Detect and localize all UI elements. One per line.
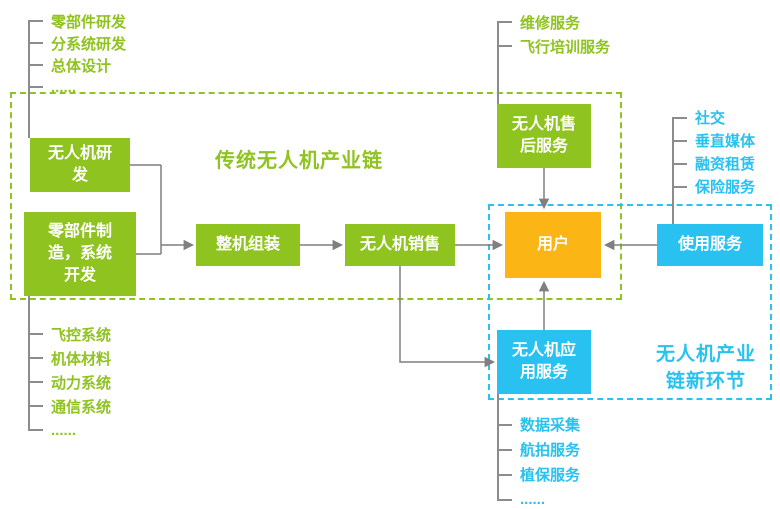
list-item-label: 航拍服务 (520, 442, 581, 459)
top-left-connector-line (28, 21, 30, 138)
node-label: 整机组装 (215, 236, 280, 253)
list-item: 分系统研发 (28, 32, 126, 54)
tick-line (28, 429, 43, 431)
list-item-label: 总体设计 (51, 57, 112, 75)
tick-line (28, 381, 43, 383)
node-after-sales-service: 无人机售后服务 (497, 104, 591, 168)
list-top-right: 维修服务 飞行培训服务 (497, 10, 610, 58)
list-item: 垂直媒体 (672, 129, 755, 152)
list-item: 机体材料 (28, 346, 111, 370)
list-item: ...... (28, 418, 111, 442)
list-item: 社交 (672, 106, 755, 129)
list-bottom-left: 飞控系统 机体材料 动力系统 通信系统 ...... (28, 322, 111, 442)
tick-line (28, 42, 43, 44)
list-bottom-right: 数据采集 航拍服务 植保服务 ...... (497, 412, 580, 509)
list-item: ...... (497, 487, 580, 509)
list-item: 飞控系统 (28, 322, 111, 346)
list-item: 航拍服务 (497, 437, 580, 462)
tick-line (672, 116, 687, 119)
tick-line (497, 21, 512, 23)
bottom-left-connector-line (28, 296, 30, 430)
new-links-title: 无人机产业 链新环节 (640, 341, 772, 395)
node-sales: 无人机销售 (345, 224, 455, 266)
tick-line (497, 423, 512, 426)
node-usage-service: 使用服务 (657, 224, 763, 266)
list-item-label: 机体材料 (51, 350, 112, 368)
node-parts-manufacturing: 零部件制造，系统开发 (24, 212, 136, 296)
tick-line (28, 405, 43, 407)
node-label: 无人机售后服务 (511, 116, 576, 155)
tick-line (672, 139, 687, 142)
list-item: 总体设计 (28, 54, 126, 76)
list-item-label: 飞行培训服务 (520, 38, 611, 56)
new-links-title-line1: 无人机产业 (655, 344, 756, 365)
list-item-label: 零部件研发 (51, 13, 127, 31)
tick-line (28, 86, 43, 88)
new-links-title-line2: 链新环节 (665, 371, 746, 392)
tick-line (497, 45, 512, 47)
node-user: 用户 (505, 212, 601, 278)
traditional-chain-title: 传统无人机产业链 (215, 150, 383, 172)
list-item: 保险服务 (672, 175, 755, 198)
bottom-right-connector-line (497, 394, 499, 500)
list-item-label: ...... (51, 78, 77, 96)
list-item: 维修服务 (497, 10, 610, 34)
list-item: 融资租赁 (672, 152, 755, 175)
list-top-left: 零部件研发 分系统研发 总体设计 ...... (28, 10, 126, 98)
list-item-label: 通信系统 (51, 398, 112, 416)
tick-line (497, 473, 512, 476)
list-item-label: 维修服务 (520, 14, 581, 32)
list-item: 通信系统 (28, 394, 111, 418)
tick-line (672, 162, 687, 165)
right-connector-line (672, 117, 674, 224)
node-label: 使用服务 (677, 236, 742, 253)
node-label: 用户 (536, 236, 569, 253)
list-right: 社交 垂直媒体 融资租赁 保险服务 (672, 106, 755, 198)
tick-line (28, 333, 43, 335)
list-item-label: 动力系统 (51, 374, 112, 392)
node-assembly: 整机组装 (196, 224, 300, 266)
traditional-chain-border (10, 92, 622, 300)
tick-line (497, 448, 512, 451)
tick-line (28, 357, 43, 359)
list-item: 动力系统 (28, 370, 111, 394)
list-item-label: 垂直媒体 (695, 133, 756, 150)
node-label: 无人机研发 (47, 145, 112, 184)
list-item-label: 保险服务 (695, 179, 756, 196)
list-item-label: 飞控系统 (51, 326, 112, 344)
list-item-label: ...... (51, 421, 77, 439)
list-item-label: ...... (520, 491, 546, 508)
list-item-label: 分系统研发 (51, 35, 127, 53)
list-item: ...... (28, 76, 126, 98)
node-label: 无人机应用服务 (511, 342, 576, 381)
node-app-service: 无人机应用服务 (497, 330, 591, 394)
list-item-label: 融资租赁 (695, 156, 756, 173)
list-item: 植保服务 (497, 462, 580, 487)
node-uav-rd: 无人机研发 (30, 138, 130, 192)
tick-line (28, 20, 43, 22)
list-item: 飞行培训服务 (497, 34, 610, 58)
list-item-label: 植保服务 (520, 467, 581, 484)
list-item: 零部件研发 (28, 10, 126, 32)
tick-line (28, 64, 43, 66)
list-item-label: 社交 (695, 110, 726, 127)
top-right-connector-line (497, 22, 499, 104)
tick-line (672, 185, 687, 188)
list-item: 数据采集 (497, 412, 580, 437)
list-item-label: 数据采集 (520, 417, 581, 434)
tick-line (497, 498, 512, 501)
node-label: 无人机销售 (359, 236, 440, 253)
node-label: 零部件制造，系统开发 (47, 223, 112, 284)
